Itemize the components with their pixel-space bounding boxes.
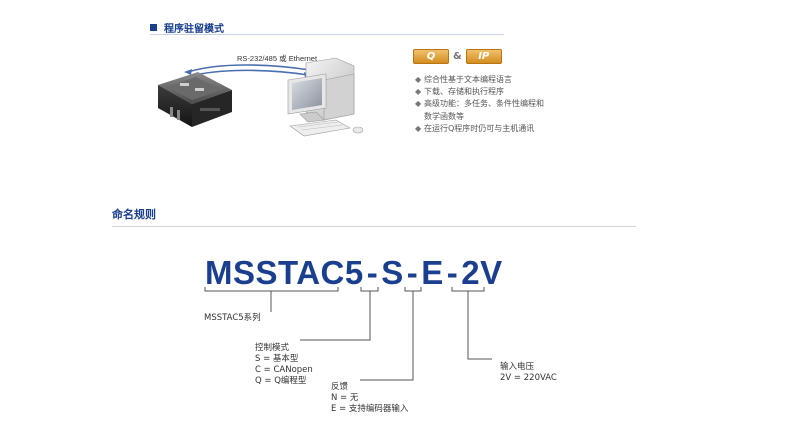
model-number: MSSTAC5-S-E-2V — [205, 256, 503, 290]
diamond-bullet-icon: ◆ — [415, 99, 422, 109]
legend-feedback-option: E = 支持编码器输入 — [331, 404, 409, 414]
badge-q: Q — [413, 49, 449, 64]
model-feedback: E — [421, 254, 444, 291]
bracket-control — [360, 287, 379, 292]
feature-item: ◆下载、存储和执行程序 — [415, 86, 544, 98]
legend-control-option: Q = Q编程型 — [255, 376, 307, 386]
feature-item: ◆综合性基于文本编程语言 — [415, 74, 544, 86]
legend-control-title: 控制模式 — [255, 343, 290, 353]
legend-control-option: S = 基本型 — [255, 354, 299, 364]
section-title: 程序驻留模式 — [164, 24, 224, 35]
legend-control: 控制模式 S = 基本型 C = CANopen Q = Q编程型 — [255, 343, 313, 387]
leader-feedback — [360, 291, 414, 381]
cable-top — [187, 64, 311, 73]
badge-ampersand: & — [453, 51, 462, 62]
legend-feedback-option: N = 无 — [331, 393, 359, 403]
legend-feedback: 反馈 N = 无 E = 支持编码器输入 — [331, 382, 408, 415]
diamond-bullet-icon: ◆ — [415, 75, 422, 84]
driver-unit-icon — [158, 72, 232, 127]
feature-text: 综合性基于文本编程语言 — [424, 75, 512, 84]
model-separator: - — [406, 254, 419, 291]
feature-text: 在运行Q程序时仍可与主机通讯 — [424, 123, 535, 133]
feature-item-continuation: 数学函数等 — [415, 111, 544, 123]
legend-control-option: C = CANopen — [255, 365, 313, 375]
section-header-program-mode: 程序驻留模式 — [150, 20, 224, 35]
model-voltage: 2V — [461, 254, 503, 291]
legend-voltage: 输入电压 2V = 220VAC — [500, 362, 557, 384]
legend-feedback-title: 反馈 — [331, 382, 349, 392]
model-series: MSSTAC5 — [205, 254, 364, 291]
feature-text: 数学函数等 — [424, 111, 464, 121]
diamond-bullet-icon: ◆ — [415, 123, 422, 133]
diamond-bullet-icon: ◆ — [415, 87, 422, 97]
leader-voltage — [467, 291, 492, 360]
model-separator: - — [366, 254, 379, 291]
bracket-series — [204, 287, 339, 292]
connection-diagram: RS-232/485 或 Ethernet — [158, 53, 364, 137]
naming-rules-title: 命名规则 — [112, 208, 156, 221]
bracket-feedback — [404, 287, 422, 292]
section-divider — [150, 34, 504, 35]
cable-top-arrow-icon — [184, 69, 192, 75]
legend-series: MSSTAC5系列 — [204, 313, 261, 323]
legend-voltage-option: 2V = 220VAC — [500, 373, 557, 383]
badge-ip: IP — [465, 49, 502, 64]
model-control: S — [381, 254, 404, 291]
interface-label: RS-232/485 或 Ethernet — [237, 53, 318, 63]
legend-voltage-title: 输入电压 — [500, 362, 535, 372]
feature-item: ◆高级功能：多任务、条件性编程和 — [415, 98, 544, 110]
feature-text: 下载、存储和执行程序 — [424, 87, 504, 97]
feature-list: ◆综合性基于文本编程语言 ◆下载、存储和执行程序 ◆高级功能：多任务、条件性编程… — [415, 74, 544, 135]
bracket-voltage — [451, 287, 485, 292]
model-separator: - — [446, 254, 459, 291]
q-ip-badges: Q & IP — [413, 49, 502, 64]
leader-control — [300, 291, 371, 341]
feature-text: 高级功能：多任务、条件性编程和 — [424, 99, 544, 109]
feature-item: ◆在运行Q程序时仍可与主机通讯 — [415, 123, 544, 135]
square-bullet-icon — [150, 24, 157, 31]
naming-rules-divider — [112, 226, 636, 227]
computer-icon — [287, 57, 364, 137]
